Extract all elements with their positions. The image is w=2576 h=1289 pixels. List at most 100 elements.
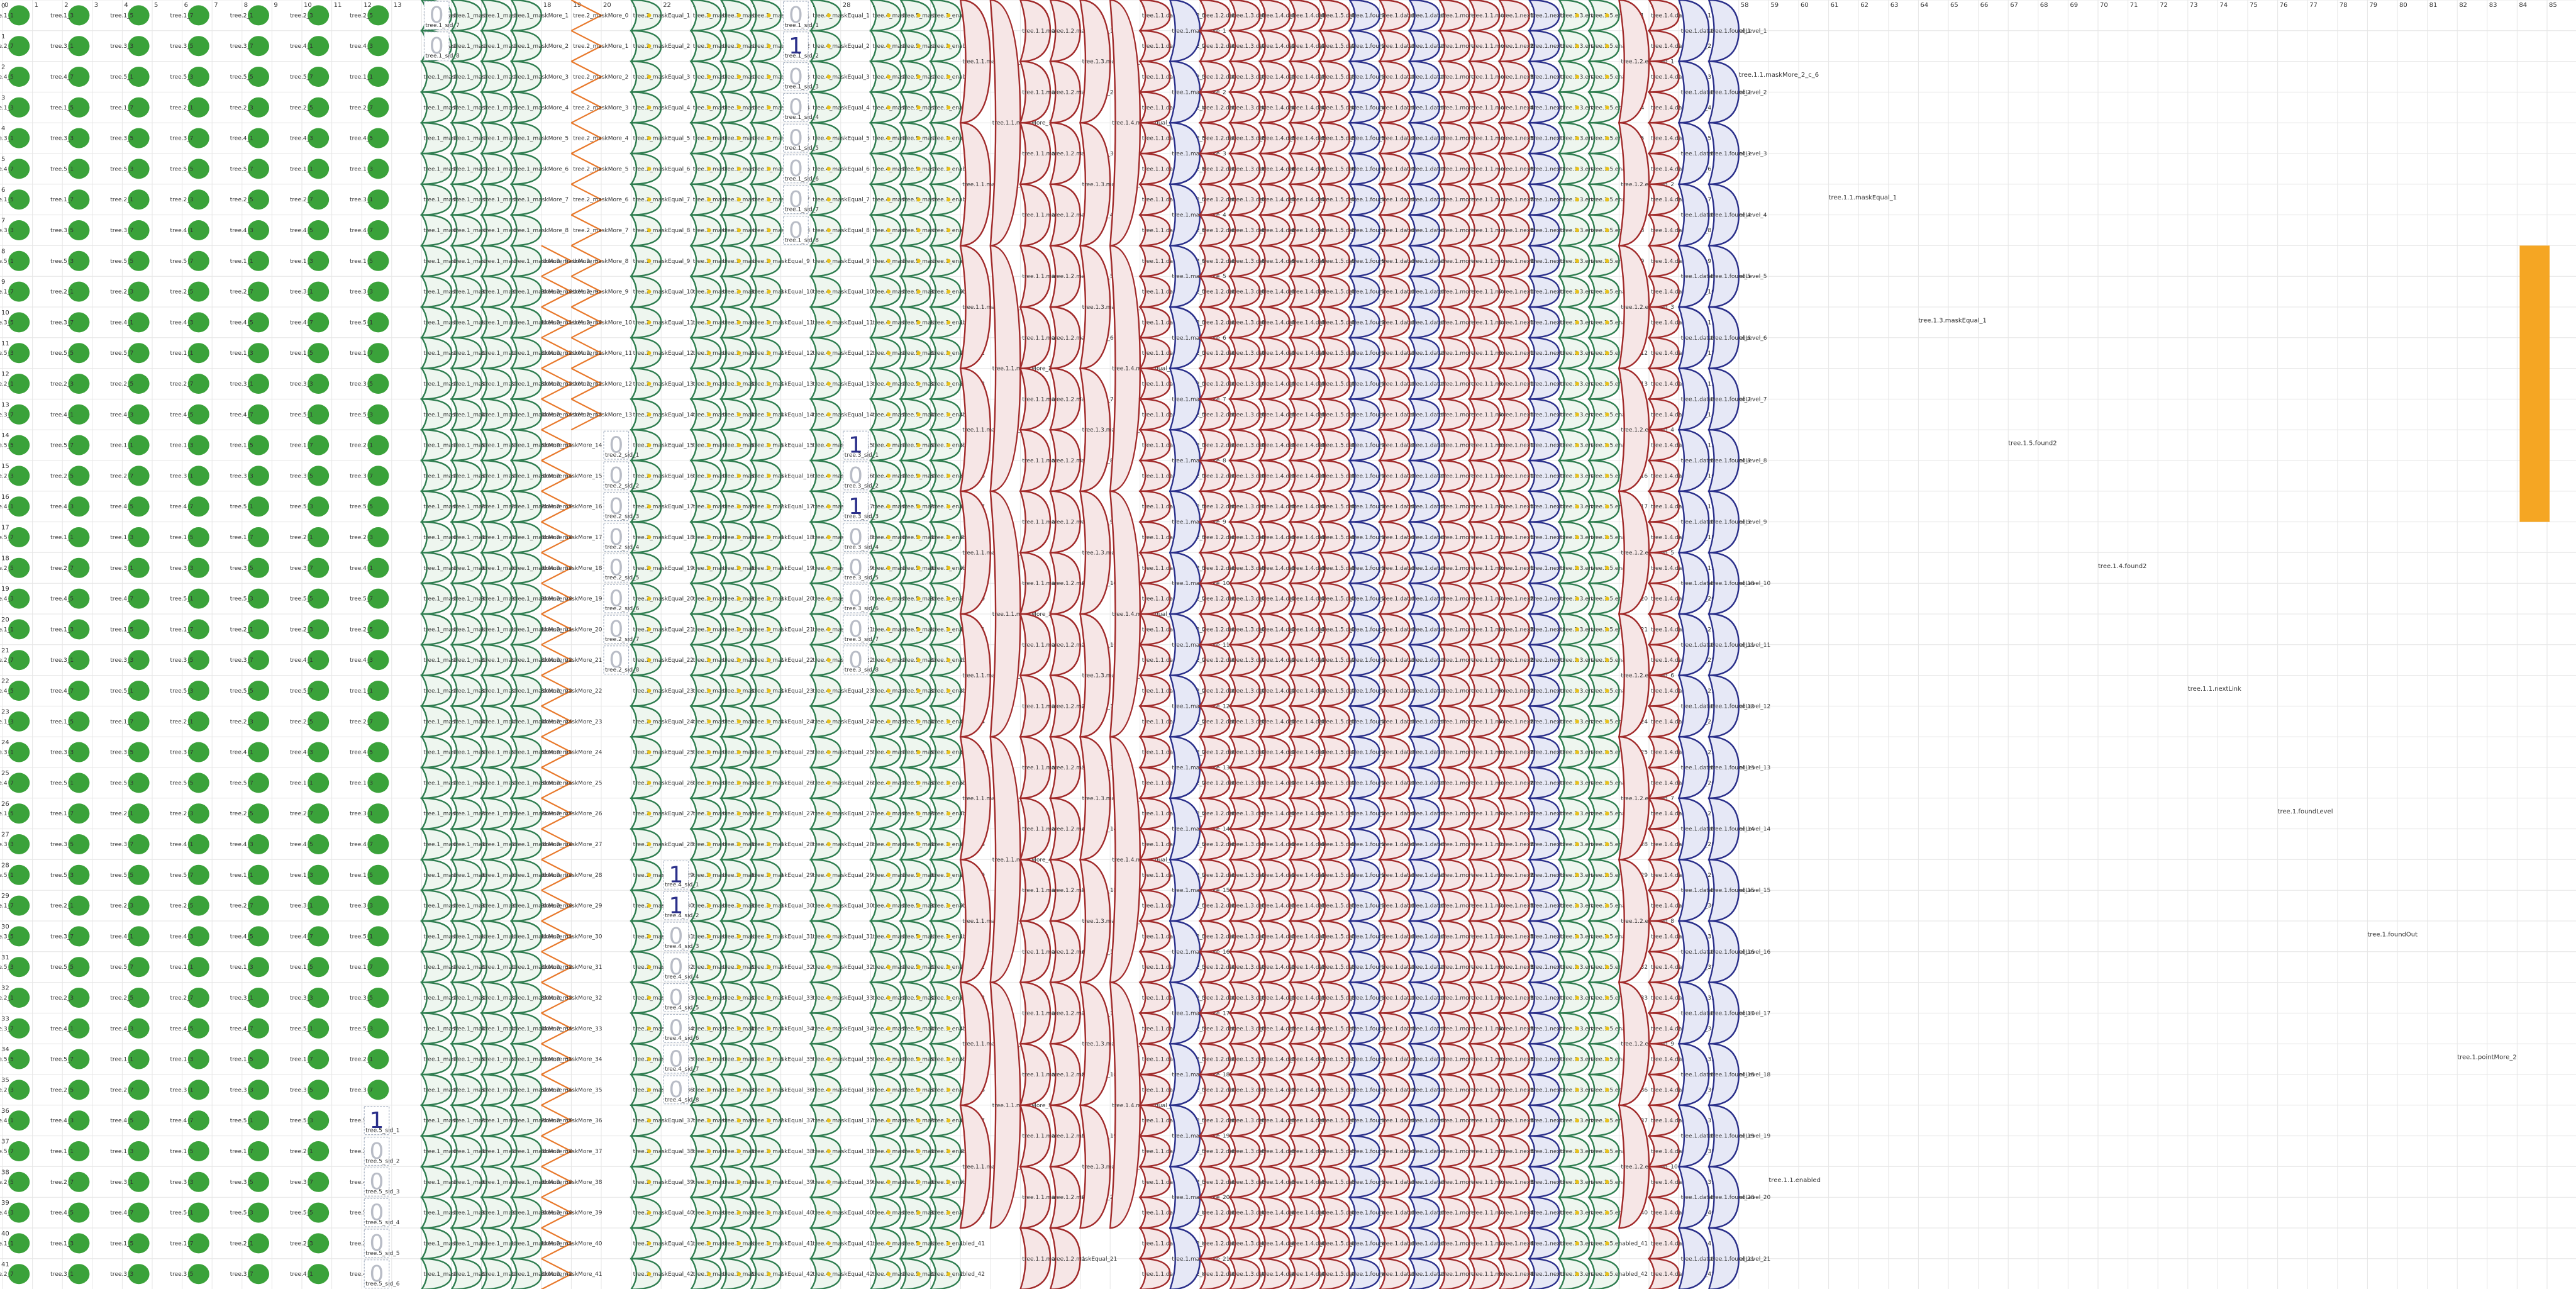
leaf-node [367,681,389,701]
leaf-label: tree.2_1 [0,381,14,388]
signal-dot [647,627,652,632]
leaf-node [8,1080,30,1100]
row-header: 23 [1,708,9,715]
signal-dot [707,443,711,447]
signal-dot [647,1272,652,1276]
leaf-node [367,988,389,1008]
signal-dot [886,842,891,847]
signal-dot [707,1119,711,1123]
gate-shape [420,797,453,830]
zigzag-label: tree.2_maskMore_3 [573,105,628,111]
gate-label: tree.2_maskEqual_8 [633,228,691,234]
leaf-label: tree.1_1 [50,1149,74,1155]
gate-label: tree.1_maskMore_40 [513,1210,572,1217]
leaf-label: tree.4_1 [0,1118,14,1124]
leaf-label: tree.5_3 [0,964,14,971]
leaf-label: tree.1_3 [170,443,194,449]
leaf-label: tree.4_5 [290,228,313,234]
gate-shape [480,735,513,769]
gate-label: tree.1_maskEqual_27 [453,811,514,817]
signal-dot [647,596,652,601]
gate-label: tree.1_maskEqual_2 [453,43,511,50]
signal-dot [1605,198,1609,202]
gate-label: tree.1_maskEqual_2 [484,43,541,50]
signal-dot [886,781,891,785]
gate-shape [420,889,453,922]
gate-label: tree.3_maskEqual_40 [693,1210,754,1217]
gate-label: tree.1_maskMore_28 [513,842,572,848]
leaf-label: tree.2_1 [230,1241,253,1247]
gate-shape [480,121,513,155]
gate-label: tree.3_maskEqual_16 [753,473,814,479]
leaf-label: tree.4_3 [110,1026,133,1032]
leaf-label: tree.1_1 [110,443,133,449]
signal-dot [946,74,951,79]
zigzag-label: tree.2_maskMore_18 [543,566,602,572]
gate-label: tree.1_maskEqual_15 [484,443,544,449]
signal-dot [647,995,652,1000]
gate-shape [480,459,513,493]
digit-label: tree.1_sid_6 [785,176,819,182]
column-header: 81 [2429,2,2438,9]
signal-dot [886,1088,891,1092]
zigzag-label: tree.2_maskMore_12 [543,381,602,388]
leaf-node [68,1141,90,1161]
gate-label: tree.3_maskEqual_34 [753,1026,814,1032]
gate-label: tree.3_maskEqual_23 [693,688,753,695]
gate-shape [509,275,543,308]
gate-shape [420,1012,453,1045]
gate-label: tree.1.foundLevel_13 [1711,765,1770,771]
signal-dot [916,1272,921,1276]
leaf-label: tree.1_5 [50,719,74,725]
digit-label: tree.1_sid_5 [785,145,819,152]
signal-dot [1575,812,1579,816]
gate-label: tree.1_maskMore_3 [513,74,569,81]
leaf-node [68,466,90,486]
leaf-node [247,1080,269,1100]
gate-shape [719,152,752,186]
gate-shape [689,613,722,646]
leaf-label: tree.3_5 [170,1271,194,1278]
row-header: 31 [1,954,9,961]
leaf-node [308,557,330,578]
gate-label: tree.1_maskEqual_37 [453,1118,514,1124]
signal-dot [946,228,951,233]
signal-dot [886,903,891,908]
signal-dot [826,505,831,509]
gate-label: tree.4_maskEqual_7 [813,197,870,203]
signal-dot [707,381,711,386]
gate-shape [450,1104,482,1137]
leaf-node [308,1171,330,1192]
gate-shape [509,490,543,523]
gate-label: tree.1_maskMore_19 [513,566,572,572]
node-label: tree.1.1.nextLink [2188,686,2241,693]
leaf-label: tree.3_1 [170,1087,194,1093]
gate-shape [420,920,453,953]
leaf-node [68,1080,90,1100]
signal-dot [736,351,741,355]
signal-dot [946,351,951,355]
signal-dot [647,474,652,478]
signal-dot [707,1272,711,1276]
gate-shape [450,981,482,1014]
leaf-node [68,988,90,1008]
signal-dot [946,1088,951,1092]
column-header: 0 [4,2,8,9]
leaf-node [367,834,389,854]
leaf-label: tree.1_5 [50,105,74,111]
gate-label: tree.2_maskEqual_15 [633,443,694,449]
signal-dot [707,289,711,294]
leaf-node [8,312,30,333]
leaf-label: tree.2_3 [230,105,253,111]
gate-shape [450,1012,482,1045]
gate-shape [689,1166,722,1198]
row-header: 5 [1,156,5,163]
signal-dot [826,443,831,447]
signal-dot [916,167,921,171]
signal-dot [1605,351,1609,355]
gate-label: tree.3_maskEqual_42 [693,1271,753,1278]
signal-dot [1605,505,1609,509]
gate-label: tree.3_maskEqual_29 [693,873,754,879]
row-header: 14 [1,432,9,439]
leaf-label: tree.4_7 [170,1118,194,1124]
